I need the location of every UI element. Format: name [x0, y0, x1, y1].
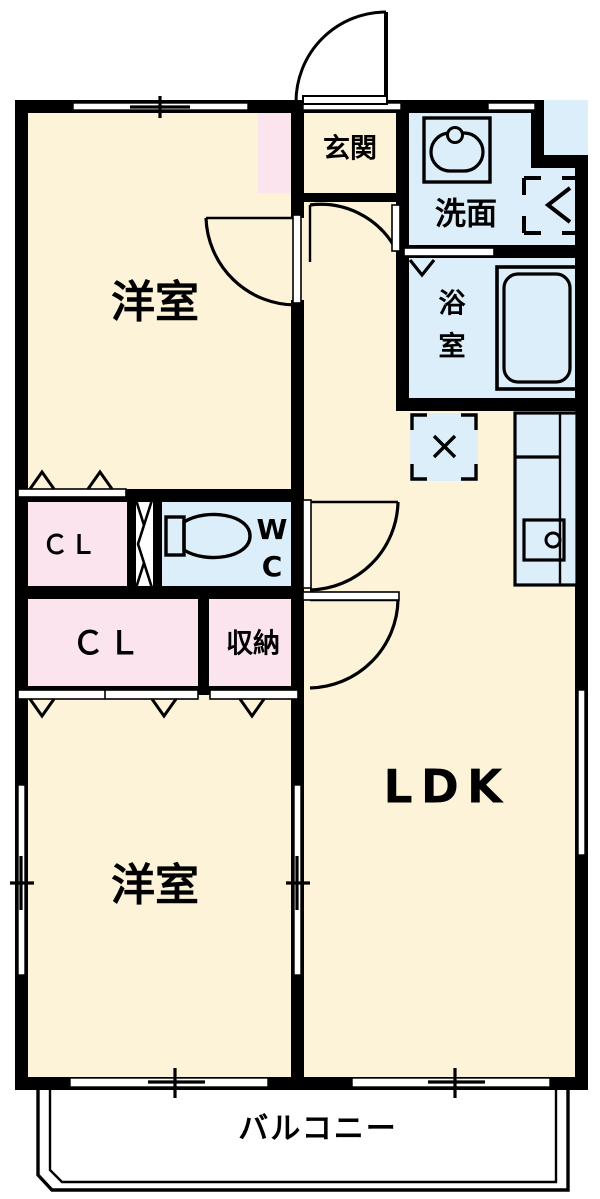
- label-yokushitsu-line2: 室: [439, 331, 466, 363]
- label-yokushitsu-line1: 浴: [439, 289, 467, 320]
- label-shunou: 収納: [226, 628, 280, 660]
- window-ldk-right: [577, 689, 586, 856]
- windows: [10, 96, 586, 1098]
- wall-right-notch-h: [531, 155, 588, 168]
- closet-doors[interactable]: [17, 469, 299, 719]
- wall-closet-mid: [15, 586, 304, 599]
- wall-bedroomN-corridor-b: [291, 300, 304, 500]
- refrigerator-icon: [410, 413, 478, 481]
- wall-bedroomN-corridor: [291, 100, 304, 218]
- label-wc-line1: W: [257, 513, 288, 546]
- label-closet-upper: ＣＬ: [42, 531, 98, 561]
- window-bedroom-south-right: [286, 784, 310, 976]
- fill-senmen: [404, 100, 588, 250]
- window-bedroom-south-left: [10, 784, 34, 976]
- label-senmen: 洗面: [435, 197, 497, 233]
- window-balcony-right: [351, 1068, 551, 1098]
- wall-corridor-wet-2: [396, 250, 409, 410]
- door-bathroom-folding[interactable]: [403, 247, 495, 278]
- window-senmen-top: [487, 102, 536, 111]
- label-bedroom-south: 洋室: [111, 860, 199, 911]
- wall-right-notch-v: [531, 100, 544, 168]
- door-wc-folding-mark[interactable]: [134, 499, 154, 589]
- door-genkan-corridor[interactable]: [308, 202, 401, 262]
- balcony-outline: [36, 1087, 570, 1192]
- wall-cl-shunou-div: [198, 598, 209, 690]
- wall-shunou-right: [291, 598, 304, 690]
- window-balcony-left: [69, 1068, 269, 1098]
- label-genkan: 玄関: [323, 133, 377, 165]
- doors: [134, 10, 495, 690]
- bathtub-icon: [495, 265, 579, 391]
- label-balcony: バルコニー: [238, 1112, 397, 1147]
- kitchen-sink-icon: [513, 411, 579, 587]
- door-entrance[interactable]: [294, 10, 388, 105]
- washbasin-icon: [422, 116, 492, 184]
- wall-ut-div2: [153, 500, 162, 588]
- room-labels: 洋室 洋室 LDK 玄関 洗面 浴 室 W C ＣＬ ＣＬ 収納 バルコニー: [42, 133, 510, 1147]
- fill-closet-upper: [15, 500, 127, 586]
- wall-genkan-bottom: [300, 193, 404, 202]
- fill-shunou: [208, 598, 300, 688]
- label-wc-line2: C: [262, 550, 283, 583]
- toilet-icon: [164, 512, 252, 560]
- washing-machine-icon: [522, 176, 581, 235]
- fill-closet-lower: [15, 598, 205, 688]
- label-bedroom-north: 洋室: [111, 277, 199, 328]
- label-ldk: LDK: [383, 760, 510, 814]
- door-wc[interactable]: [302, 499, 400, 592]
- fill-bedroom-north: [15, 100, 304, 500]
- wall-cl-ut-div: [127, 500, 137, 588]
- door-ldk[interactable]: [302, 591, 400, 690]
- wall-wc-right: [291, 500, 304, 588]
- window-bedroom-north-top: [72, 96, 249, 118]
- wall-bath-bottom: [396, 398, 588, 411]
- door-bedroom-north[interactable]: [204, 214, 302, 307]
- label-closet-lower: ＣＬ: [72, 624, 144, 662]
